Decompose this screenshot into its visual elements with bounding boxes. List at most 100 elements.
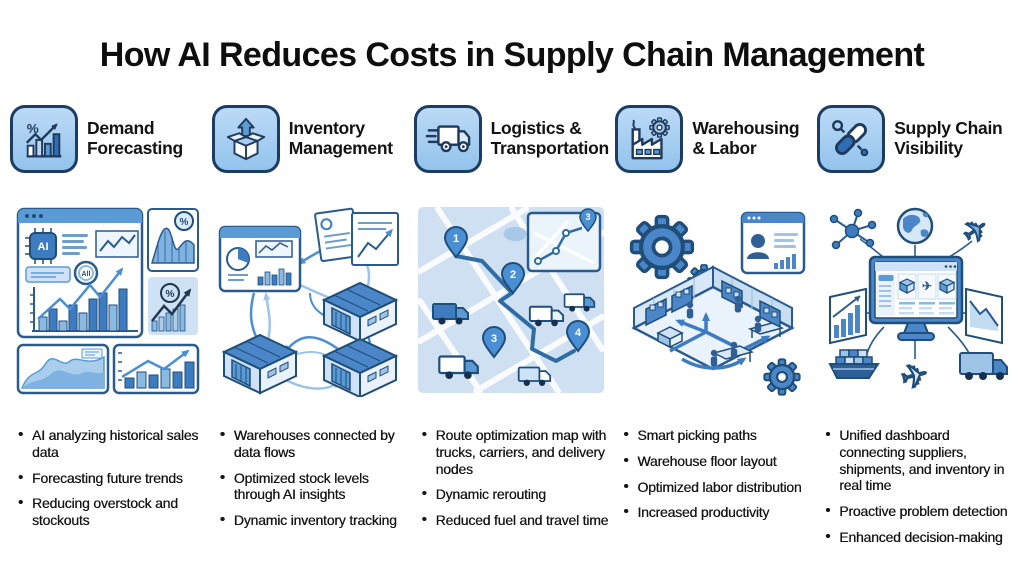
bullet-item: Optimized stock levels through AI insigh… <box>220 469 409 504</box>
column-inventory-management: Inventory Management <box>211 103 409 555</box>
icon-box <box>817 105 886 173</box>
svg-text:1: 1 <box>453 233 459 245</box>
gear-icon <box>762 358 801 396</box>
column-label: Logistics & Transportation <box>490 118 610 158</box>
column-demand-forecasting: % Demand Forecasting <box>10 103 207 555</box>
gear-icon <box>649 117 671 138</box>
cube-icon <box>938 278 955 294</box>
svg-text:%: % <box>180 217 189 228</box>
bullet-list-logistics: Route optimization map with trucks, carr… <box>414 426 611 529</box>
svg-text:%: % <box>166 289 175 300</box>
gear-icon <box>631 217 692 278</box>
truck-icon <box>563 293 596 312</box>
route-pin-1: 1 <box>443 226 468 259</box>
svg-text:%: % <box>27 121 39 136</box>
header-supply-chain-visibility: Supply Chain Visibility <box>817 103 1014 175</box>
central-dashboard-monitor: ✈ <box>868 255 963 341</box>
worker-figure <box>710 349 717 367</box>
warehouse-building <box>223 334 298 394</box>
bullet-item: Smart picking paths <box>623 426 812 444</box>
bullet-item: Reducing overstock and stockouts <box>18 494 207 529</box>
network-node-icon <box>829 208 876 250</box>
connected-warehouses-graphic <box>218 207 400 397</box>
bullet-item: Dynamic rerouting <box>422 485 611 503</box>
column-label: Inventory Management <box>288 118 393 158</box>
delivery-truck-icon <box>425 125 470 153</box>
column-warehousing-labor: Warehousing & Labor <box>615 103 812 555</box>
svg-text:3: 3 <box>491 333 497 345</box>
warehouse-building <box>323 282 398 342</box>
logistics-transportation-illustration: 1 2 3 4 <box>414 201 611 397</box>
header-logistics-transportation: Logistics & Transportation <box>413 103 611 175</box>
column-logistics-transportation: Logistics & Transportation <box>413 103 611 555</box>
truck-icon <box>958 352 1008 380</box>
plane-icon: ✈ <box>922 279 932 293</box>
bullet-list-warehousing: Smart picking paths Warehouse floor layo… <box>615 426 812 521</box>
bullet-item: Forecasting future trends <box>18 469 207 487</box>
worker-profile-card <box>740 211 806 275</box>
bar-chart-panel <box>828 287 867 345</box>
bullet-item: Proactive problem detection <box>825 502 1014 520</box>
globe-icon <box>896 207 933 245</box>
truck-icon <box>528 305 565 327</box>
inset-map: 3 <box>526 208 602 273</box>
warehouse-floor-graphic <box>618 211 806 396</box>
bullet-item: AI analyzing historical sales data <box>18 426 207 461</box>
inventory-dashboard <box>218 225 302 293</box>
cargo-ship-icon <box>827 349 880 379</box>
icon-box: % <box>10 105 78 173</box>
airplane-icon: ✈ <box>897 355 932 396</box>
bullet-item: Dynamic inventory tracking <box>220 511 409 529</box>
report-documents <box>314 207 400 266</box>
bullet-item: Increased productivity <box>623 503 812 521</box>
worker-figure <box>686 301 693 319</box>
airplane-icon: ✈ <box>956 211 996 252</box>
route-pin-4: 4 <box>565 320 590 353</box>
column-label: Supply Chain Visibility <box>894 118 1003 158</box>
bullet-list-inventory: Warehouses connected by data flows Optim… <box>212 426 409 529</box>
bullet-item: Reduced fuel and travel time <box>422 511 611 529</box>
chain-link-icon <box>832 120 869 157</box>
icon-box <box>413 105 482 173</box>
forecast-chart-icon: % <box>25 121 62 158</box>
svg-text:AI: AI <box>38 241 49 253</box>
bullet-item: Warehouse floor layout <box>623 452 812 470</box>
truck-icon <box>438 355 479 380</box>
ai-analytics-dashboard-graphic: AI All <box>17 207 200 395</box>
bullet-item: Enhanced decision-making <box>825 528 1014 546</box>
column-label: Demand Forecasting <box>87 118 183 158</box>
header-warehousing-labor: Warehousing & Labor <box>615 103 812 175</box>
svg-text:All: All <box>82 271 91 278</box>
ai-chip-icon: AI <box>25 228 58 264</box>
truck-icon <box>517 366 552 386</box>
bullet-list-demand: AI analyzing historical sales data Forec… <box>10 426 207 529</box>
bullet-item: Route optimization map with trucks, carr… <box>422 426 611 477</box>
svg-text:4: 4 <box>575 327 582 339</box>
icon-box <box>615 105 684 173</box>
route-pin-2: 2 <box>500 262 525 295</box>
cube-icon <box>898 278 915 294</box>
worker-figure <box>734 295 741 313</box>
header-demand-forecasting: % Demand Forecasting <box>10 103 207 175</box>
route-optimization-map-graphic: 1 2 3 4 <box>416 206 605 394</box>
worker-figure <box>730 341 737 359</box>
optimized-route-line <box>453 254 576 363</box>
bullet-item: Warehouses connected by data flows <box>220 426 409 461</box>
bullet-item: Optimized labor distribution <box>623 478 812 496</box>
supply-chain-visibility-illustration: ✈ <box>817 201 1014 397</box>
column-label: Warehousing & Labor <box>692 118 800 158</box>
header-inventory-management: Inventory Management <box>211 103 409 175</box>
line-chart-panel <box>964 287 1003 345</box>
inventory-management-illustration <box>212 201 409 397</box>
warehousing-labor-illustration <box>615 201 812 397</box>
icon-box <box>211 105 280 173</box>
gauge-widget: All <box>74 260 99 286</box>
truck-icon <box>431 303 469 325</box>
factory-gear-icon <box>631 117 671 160</box>
columns-grid: % Demand Forecasting <box>0 103 1024 555</box>
bullet-item: Unified dashboard connecting suppliers, … <box>825 426 1014 494</box>
bullet-list-visibility: Unified dashboard connecting suppliers, … <box>817 426 1014 546</box>
route-pin-3: 3 <box>481 326 506 359</box>
worker-figure <box>754 315 761 333</box>
